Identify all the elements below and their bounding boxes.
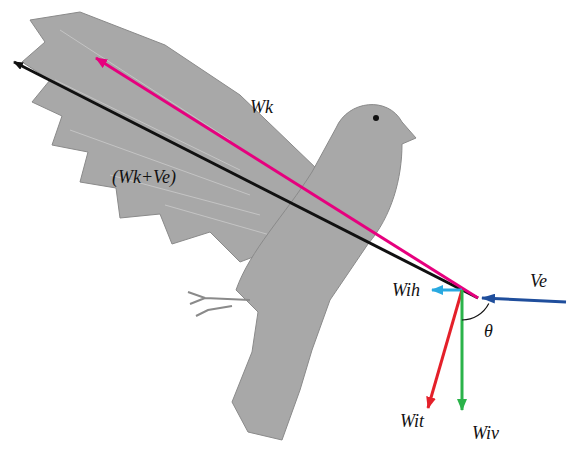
- vector-label: Wiv: [472, 424, 499, 442]
- bird-eye: [373, 115, 379, 121]
- vector-label: Wit: [400, 412, 424, 430]
- wing-velocity-vector: [96, 58, 478, 298]
- vector-label: Ve: [530, 272, 547, 290]
- vertical-induced-vector: [461, 290, 464, 410]
- bird-body: [232, 105, 416, 440]
- vector-label: Wk: [250, 98, 273, 116]
- horizontal-induced-vector: [432, 289, 462, 292]
- angle-arc: [462, 304, 489, 320]
- angle-label: θ: [484, 322, 493, 340]
- feather-lines: [55, 30, 270, 235]
- airspeed-vector: [482, 298, 566, 302]
- resultant-vector: [14, 62, 478, 298]
- bird-feet: [188, 292, 250, 316]
- vector-label: Wih: [392, 281, 420, 299]
- vector-label: (Wk+Ve): [112, 168, 176, 186]
- total-induced-vector: [428, 290, 462, 408]
- bird-wing: [22, 12, 318, 262]
